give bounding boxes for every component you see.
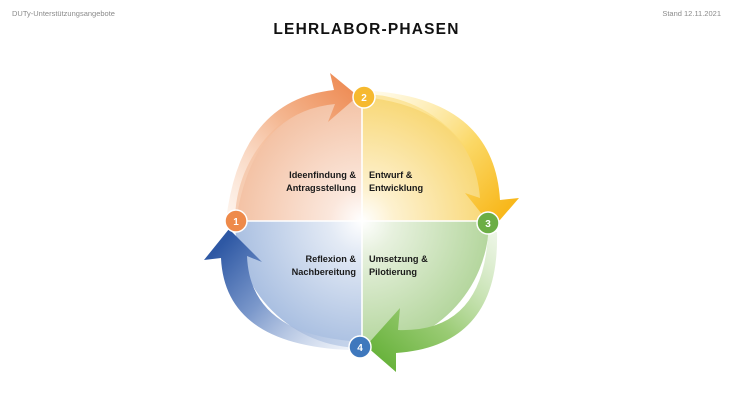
page-title: LEHRLABOR-PHASEN [273,21,460,38]
quadrant-reflexion [235,221,362,348]
phase-3-marker: 3 [476,211,500,235]
arrow-phase-1-to-2 [226,73,358,221]
arrow-phase-2-to-3 [372,91,519,228]
phase-4-marker: 4 [348,335,372,359]
phase-2-number: 2 [361,93,367,104]
arrow-phase-4-to-1 [204,229,350,350]
quadrant-ideenfindung [235,94,362,221]
header-left-text: DUTy-Unterstützungsangebote [12,9,115,18]
phase-1-marker: 1 [224,209,248,233]
phase-4-label-line2: Nachbereitung [292,267,356,277]
arrow-phase-3-to-4 [366,232,498,372]
phase-4-label-line1: Reflexion & [305,254,356,264]
quadrant-entwurf [362,94,489,221]
phase-1-label-line1: Ideenfindung & [289,170,356,180]
phase-1-label-line2: Antragsstellung [286,183,356,193]
phase-3-number: 3 [485,219,491,230]
phase-3-label-line2: Pilotierung [369,267,417,277]
phase-2-marker: 2 [352,85,376,109]
header-date-text: Stand 12.11.2021 [662,9,721,18]
phase-3-label-line1: Umsetzung & [369,254,428,264]
phase-1-number: 1 [233,217,239,228]
phase-4-number: 4 [357,343,363,354]
phase-2-label-line1: Entwurf & [369,170,413,180]
phase-2-label-line2: Entwicklung [369,183,423,193]
